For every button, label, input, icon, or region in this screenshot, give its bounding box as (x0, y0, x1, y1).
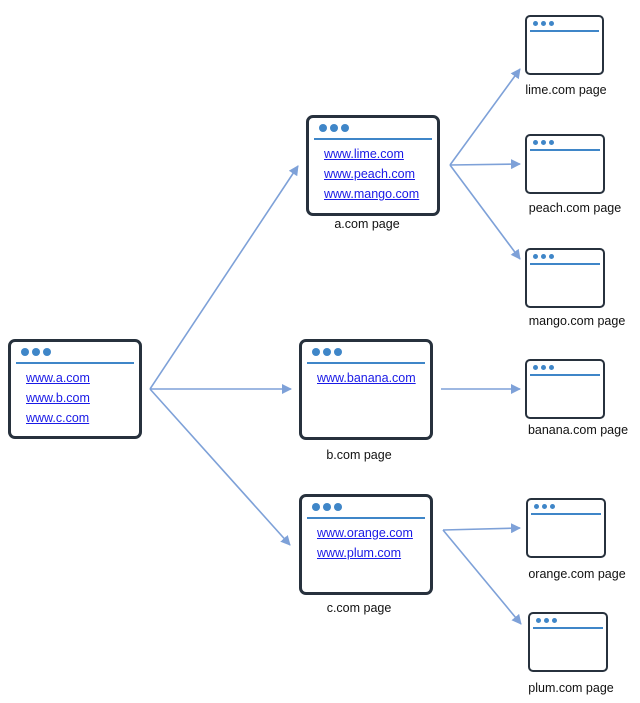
window-dots-icon (534, 504, 555, 509)
a-link-list: www.lime.com www.peach.com www.mango.com (324, 144, 419, 204)
window-dots-icon (312, 503, 342, 511)
root-page: www.a.com www.b.com www.c.com (8, 339, 142, 439)
link-a[interactable]: www.a.com (26, 371, 90, 385)
window-dots-icon (533, 365, 554, 370)
a-page-caption: a.com page (334, 217, 400, 231)
orange-page (526, 498, 606, 558)
mango-page (525, 248, 605, 308)
window-dots-icon (21, 348, 51, 356)
title-bar-line (531, 513, 601, 515)
window-dots-icon (536, 618, 557, 623)
window-dots-icon (533, 21, 554, 26)
b-link-list: www.banana.com (317, 368, 416, 388)
c-page-caption: c.com page (326, 601, 392, 615)
c-link-list: www.orange.com www.plum.com (317, 523, 413, 563)
link-peach[interactable]: www.peach.com (324, 167, 416, 181)
plum-page (528, 612, 608, 672)
mango-page-caption: mango.com page (528, 314, 626, 328)
arrow-c-to-plum (442, 529, 522, 625)
window-dots-icon (312, 348, 342, 356)
window-dots-icon (533, 254, 554, 259)
root-link-list: www.a.com www.b.com www.c.com (26, 368, 90, 428)
window-dots-icon (319, 124, 349, 132)
a-page: www.lime.com www.peach.com www.mango.com (306, 115, 440, 216)
title-bar-line (307, 362, 425, 364)
arrow-a-to-peach (449, 159, 521, 170)
banana-page-caption: banana.com page (527, 423, 629, 437)
link-orange[interactable]: www.orange.com (317, 526, 413, 540)
link-b[interactable]: www.b.com (26, 391, 90, 405)
title-bar-line (314, 138, 432, 140)
lime-page (525, 15, 604, 75)
banana-page (525, 359, 605, 419)
title-bar-line (16, 362, 134, 364)
arrow-a-to-lime (449, 68, 521, 166)
link-c[interactable]: www.c.com (26, 411, 90, 425)
title-bar-line (530, 263, 600, 265)
link-mango[interactable]: www.mango.com (324, 187, 420, 201)
link-lime[interactable]: www.lime.com (324, 147, 404, 161)
window-dots-icon (533, 140, 554, 145)
title-bar-line (530, 374, 600, 376)
plum-page-caption: plum.com page (528, 681, 614, 695)
arrow-a-to-mango (449, 164, 521, 260)
title-bar-line (530, 30, 599, 32)
peach-page (525, 134, 605, 194)
title-bar-line (530, 149, 600, 151)
c-page: www.orange.com www.plum.com (299, 494, 433, 595)
b-page-caption: b.com page (326, 448, 392, 462)
b-page: www.banana.com (299, 339, 433, 440)
arrow-root-to-a (149, 165, 299, 390)
arrow-c-to-orange (442, 523, 521, 534)
title-bar-line (533, 627, 603, 629)
arrow-root-to-c (149, 388, 291, 546)
lime-page-caption: lime.com page (525, 83, 607, 97)
link-banana[interactable]: www.banana.com (317, 371, 416, 385)
orange-page-caption: orange.com page (528, 567, 626, 581)
link-plum[interactable]: www.plum.com (317, 546, 402, 560)
title-bar-line (307, 517, 425, 519)
peach-page-caption: peach.com page (528, 201, 622, 215)
